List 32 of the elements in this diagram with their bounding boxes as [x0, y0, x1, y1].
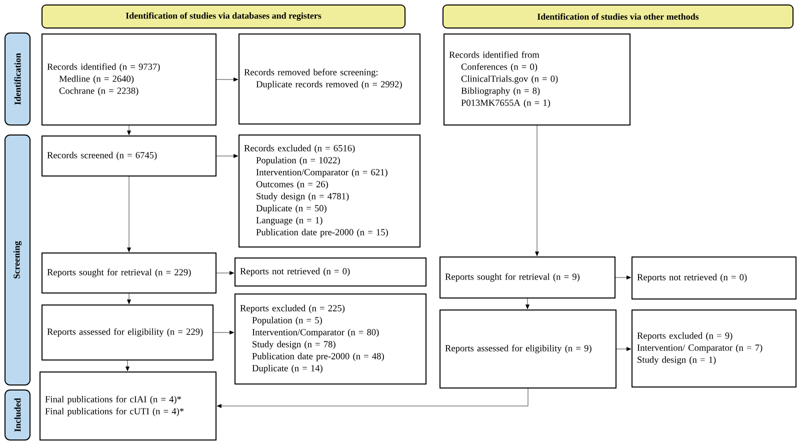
arrow	[127, 176, 131, 252]
process-box: Records identified from Conferences (n = 0) ClinicalTrials.gov (n = 0) Bibliography (n = 8) P013MK7655A (n = 1)	[444, 34, 630, 126]
process-box: Reports not retrieved (n = 0)	[234, 258, 426, 286]
process-box: Records removed before screening: Duplicate records removed (n = 2992)	[238, 34, 420, 124]
process-box: Final publications for cIAI (n = 4)* Final publications for cUTI (n = 4)*	[40, 372, 216, 440]
section-header: Identification of studies via databases and registers	[42, 4, 406, 28]
arrow	[616, 347, 632, 351]
arrow	[126, 360, 130, 372]
process-box: Reports excluded (n = 225) Population (n = 5) Intervention/Comparator (n = 80) Study design (n = 78) Publication date pre-2000 (n = 48) Duplicate (n = 14)	[234, 294, 426, 384]
process-box: Reports not retrieved (n = 0)	[632, 256, 796, 300]
arrow	[127, 293, 131, 304]
arrow	[216, 78, 238, 82]
arrow	[216, 388, 528, 408]
arrow	[213, 330, 234, 334]
process-box: Records excluded (n = 6516) Population (n = 1022) Intervention/Comparator (n = 621) Outcomes (n = 26) Study design (n = 4781) Duplicate (n = 50) Language (n = 1) Publication date pre-2000 (n = 15)	[238, 134, 420, 248]
arrow	[535, 125, 539, 256]
arrow	[615, 276, 632, 280]
process-box: Records screened (n = 6745)	[42, 136, 216, 176]
arrow	[127, 125, 131, 136]
phase-label: Identification	[4, 32, 30, 126]
process-box: Reports sought for retrieval (n = 9)	[440, 256, 616, 298]
process-box: Reports excluded (n = 9) Intervention/ Comparator (n = 7) Study design (n = 1)	[632, 310, 796, 388]
process-box: Records identified (n = 9737) Medline (n = 2640) Cochrane (n = 2238)	[42, 34, 216, 126]
arrow	[216, 271, 234, 275]
arrow	[526, 298, 530, 310]
arrow	[216, 154, 238, 158]
process-box: Reports sought for retrieval (n = 229)	[42, 252, 216, 294]
process-box: Reports assessed for eligibility (n = 9)	[440, 310, 616, 388]
phase-label: Included	[4, 390, 30, 440]
phase-label: Screening	[4, 134, 30, 386]
process-box: Reports assessed for eligibility (n = 229)	[42, 304, 214, 360]
section-header: Identification of studies via other methods	[442, 4, 794, 28]
